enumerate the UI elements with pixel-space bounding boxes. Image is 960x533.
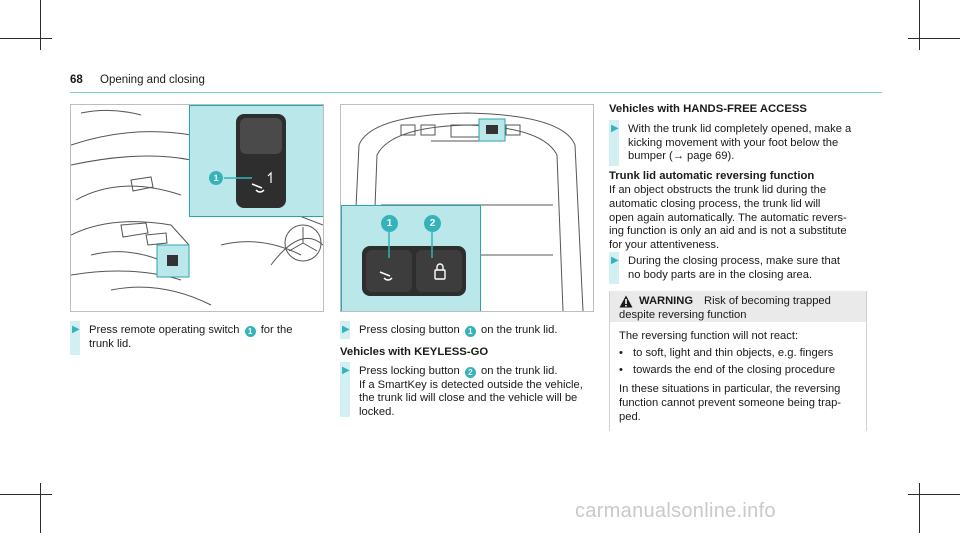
warning-header: WARNING Risk of becoming trapped despite… (610, 291, 866, 322)
switch-inset: 1 (189, 105, 323, 217)
warning-intro: The reversing function will not react: (619, 330, 799, 342)
warning-title-line2: despite reversing function (619, 309, 747, 321)
crop-mark (0, 494, 52, 495)
warning-title-line1: Risk of becoming trapped (704, 295, 831, 307)
door-interior-drawing (71, 109, 323, 306)
step-bar (340, 321, 350, 339)
step-bar (609, 252, 619, 284)
heading-keyless-go: Vehicles with KEYLESS-GO (340, 346, 489, 358)
warning-bullet: • (619, 364, 623, 376)
warning-box: WARNING Risk of becoming trapped despite… (609, 291, 867, 431)
crop-mark (908, 38, 960, 39)
crop-mark (40, 0, 41, 50)
step-arrow-icon: ▶ (342, 324, 350, 335)
door-switch-illustration: 1 (70, 104, 324, 312)
callout-1: 1 (464, 326, 476, 338)
warning-triangle-icon (619, 295, 633, 308)
paragraph-reversing: If an object obstructs the trunk lid dur… (609, 184, 847, 252)
warning-bullet: • (619, 347, 623, 359)
step-arrow-icon: ▶ (342, 365, 350, 376)
trunk-buttons-inset: 1 2 (341, 205, 481, 311)
step-bar (609, 120, 619, 166)
crop-mark (0, 38, 52, 39)
step-arrow-icon: ▶ (72, 324, 80, 335)
trunk-lid-illustration: 1 2 (340, 104, 594, 312)
step-kicking-movement: With the trunk lid completely opened, ma… (628, 123, 852, 162)
callout-1: 1 (381, 215, 398, 232)
warning-bullet-text: towards the end of the closing procedure (633, 364, 836, 376)
trunk-buttons-drawing (362, 232, 466, 296)
step-closing-area: During the closing process, make sure th… (628, 255, 841, 281)
heading-hands-free-access: Vehicles with HANDS-FREE ACCESS (609, 103, 807, 115)
heading-reversing-function: Trunk lid automatic reversing function (609, 170, 815, 182)
step-bar (340, 362, 350, 417)
callout-2: 2 (424, 215, 441, 232)
crop-mark (40, 483, 41, 533)
step-locking-button: Press locking button 2 on the trunk lid.… (359, 365, 583, 418)
step-arrow-icon: ▶ (611, 123, 619, 134)
page-number: 68 (70, 74, 83, 86)
warning-outro: In these situations in particular, the r… (619, 383, 842, 423)
step-remote-switch: Press remote operating switch 1 for the … (89, 324, 293, 350)
watermark: carmanualsonline.info (575, 500, 776, 522)
crop-mark (919, 0, 920, 50)
crop-mark (919, 483, 920, 533)
crop-mark (908, 494, 960, 495)
step-arrow-icon: ▶ (611, 255, 619, 266)
step-closing-button: Press closing button 1 on the trunk lid. (359, 324, 558, 338)
callout-1: 1 (244, 326, 256, 338)
warning-bullet-text: to soft, light and thin objects, e.g. fi… (633, 347, 834, 359)
section-title: Opening and closing (100, 74, 205, 86)
switch-drawing (224, 114, 286, 208)
callout-1: 1 (209, 171, 223, 185)
warning-label: WARNING (639, 295, 694, 307)
page-header: 68 Opening and closing (70, 74, 882, 93)
step-bar (70, 321, 80, 355)
callout-2: 2 (464, 367, 476, 379)
